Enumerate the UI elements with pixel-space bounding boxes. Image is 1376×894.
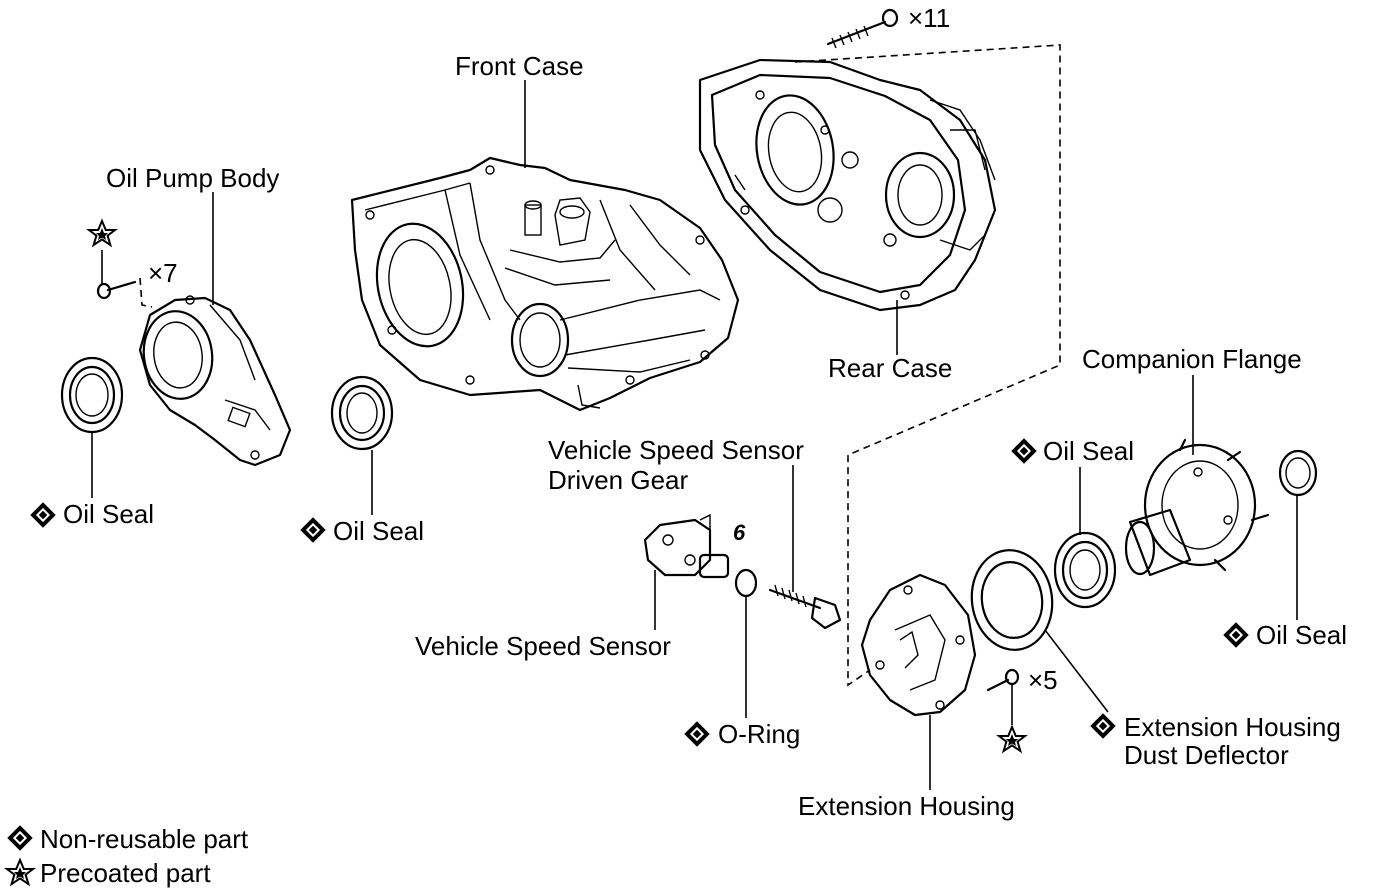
label-vss-driven-gear-line1: Vehicle Speed Sensor bbox=[548, 435, 804, 465]
oil-seal-left-drawing bbox=[60, 356, 124, 434]
bolt-x11-drawing bbox=[826, 8, 899, 49]
oil-seal-right-drawing bbox=[1278, 449, 1318, 497]
label-oil-seal-mid: Oil Seal bbox=[333, 516, 424, 546]
legend: Non-reusable part Precoated part bbox=[6, 824, 249, 888]
non-reusable-icon bbox=[300, 517, 326, 543]
label-dust-deflector-line1: Extension Housing bbox=[1124, 712, 1341, 742]
label-extension-housing: Extension Housing bbox=[798, 791, 1015, 821]
label-oil-pump-body: Oil Pump Body bbox=[106, 163, 279, 193]
label-bolt-qty-5: ×5 bbox=[1028, 665, 1058, 695]
non-reusable-icon bbox=[1090, 713, 1116, 739]
oil-seal-mid-drawing bbox=[330, 375, 394, 451]
legend-non-reusable-label: Non-reusable part bbox=[40, 824, 249, 854]
label-o-ring: O-Ring bbox=[718, 719, 800, 749]
label-vehicle-speed-sensor: Vehicle Speed Sensor bbox=[415, 631, 671, 661]
bolt-x7-drawing bbox=[96, 280, 137, 300]
label-bolt-qty-7: ×7 bbox=[148, 258, 178, 288]
oil-seal-ext-drawing bbox=[1053, 531, 1117, 609]
legend-precoated-label: Precoated part bbox=[40, 858, 211, 888]
assembly-line-oil-pump bbox=[139, 277, 153, 308]
oil-pump-body-drawing bbox=[138, 295, 292, 467]
non-reusable-icon bbox=[684, 721, 710, 747]
label-oil-seal-left: Oil Seal bbox=[63, 499, 154, 529]
label-oil-seal-ext: Oil Seal bbox=[1043, 436, 1134, 466]
extension-housing-drawing bbox=[860, 573, 977, 717]
leader-lines bbox=[91, 80, 1298, 790]
label-front-case: Front Case bbox=[455, 51, 584, 81]
label-companion-flange: Companion Flange bbox=[1082, 344, 1302, 374]
label-oil-seal-right: Oil Seal bbox=[1256, 620, 1347, 650]
non-reusable-icon bbox=[1011, 438, 1037, 464]
companion-flange-drawing bbox=[1124, 438, 1270, 577]
assembly-line-rear-case bbox=[794, 44, 1061, 687]
front-case-drawing bbox=[350, 156, 740, 412]
rear-case-drawing bbox=[698, 58, 997, 312]
precoated-star-icon bbox=[88, 220, 116, 246]
label-vss-driven-gear-line2: Driven Gear bbox=[548, 465, 688, 495]
precoated-star-icon bbox=[998, 726, 1026, 752]
bolt-x5-drawing bbox=[986, 668, 1020, 692]
label-rear-case: Rear Case bbox=[828, 353, 952, 383]
label-bolt-qty-11: ×11 bbox=[908, 3, 950, 33]
label-dust-deflector-line2: Dust Deflector bbox=[1124, 740, 1289, 770]
legend-non-reusable-icon bbox=[7, 825, 33, 851]
o-ring-drawing bbox=[734, 568, 758, 598]
non-reusable-icon bbox=[30, 502, 56, 528]
legend-precoated-star-icon bbox=[6, 859, 34, 885]
dust-deflector-drawing bbox=[970, 549, 1054, 651]
vss-driven-gear-drawing bbox=[768, 584, 842, 630]
vehicle-speed-sensor-drawing bbox=[643, 513, 730, 579]
label-pointer-mark: 6 bbox=[733, 520, 746, 545]
non-reusable-icon bbox=[1223, 622, 1249, 648]
